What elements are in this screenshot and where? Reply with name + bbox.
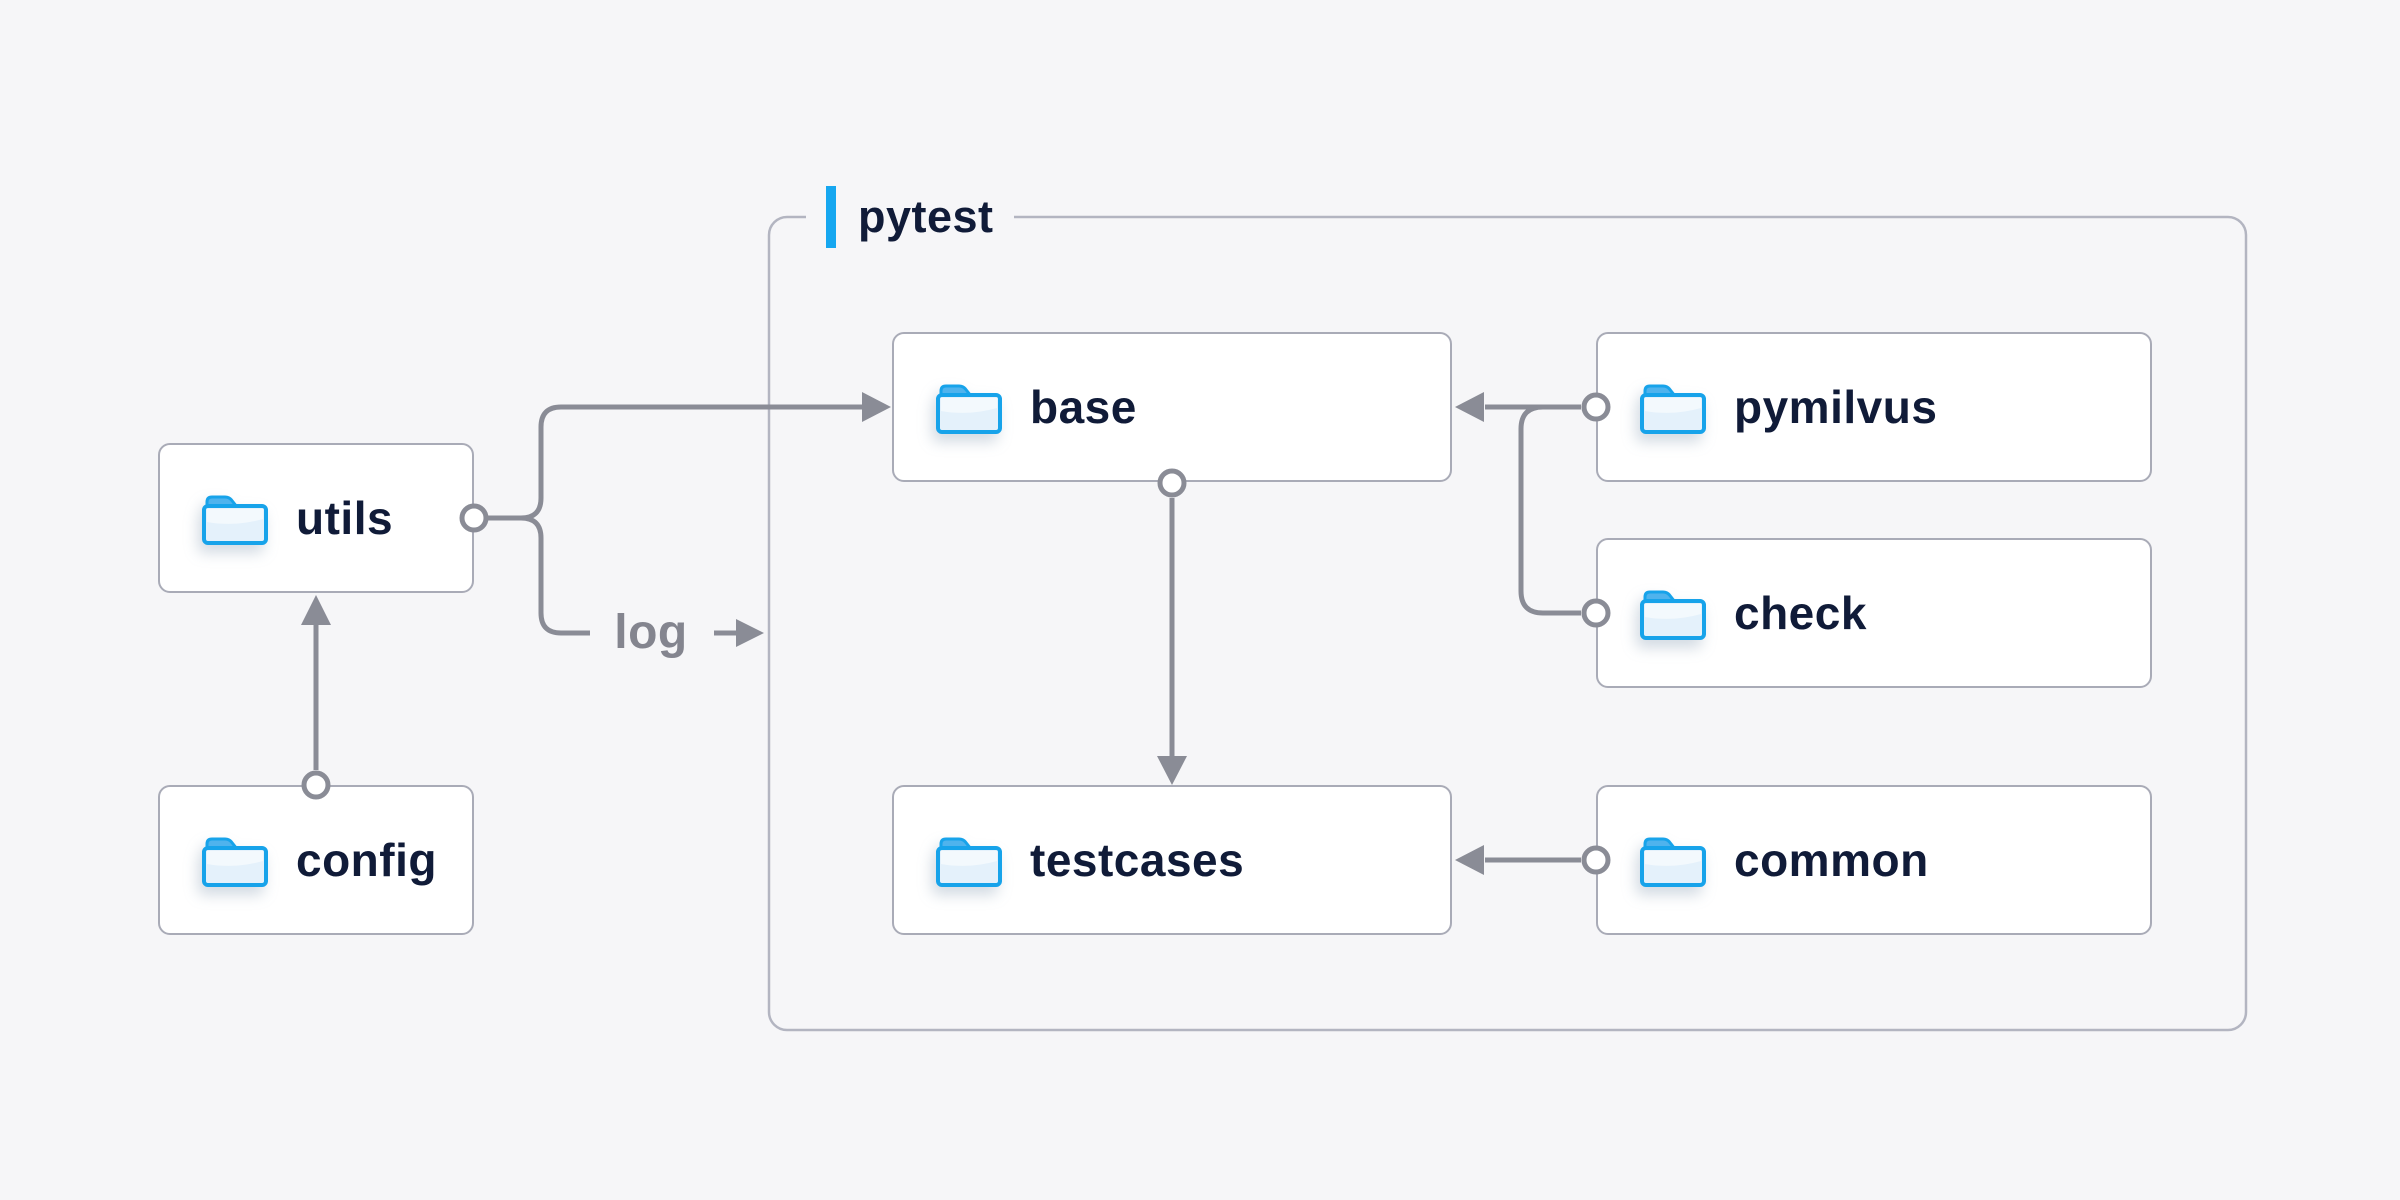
folder-icon	[1640, 837, 1706, 887]
accent-bar-icon	[826, 186, 836, 248]
arrowhead-into-utils	[301, 595, 331, 625]
node-label: check	[1734, 587, 1867, 639]
node-testcases: testcases	[892, 785, 1452, 935]
folder-icon	[936, 837, 1002, 887]
node-check: check	[1596, 538, 2152, 688]
folder-icon	[1640, 590, 1706, 640]
node-label: common	[1734, 834, 1929, 886]
node-base: base	[892, 332, 1452, 482]
arrowhead-into-container	[736, 619, 764, 647]
node-config: config	[158, 785, 474, 935]
arrowhead-into-base-left	[862, 392, 891, 422]
arrowhead-into-testcases-right	[1455, 845, 1484, 875]
arrowhead-into-base-right	[1455, 392, 1484, 422]
folder-icon	[1640, 384, 1706, 434]
node-common: common	[1596, 785, 2152, 935]
pytest-label-text: pytest	[858, 191, 994, 242]
folder-icon	[936, 384, 1002, 434]
edge-utils-base	[488, 404, 862, 521]
node-label: testcases	[1030, 834, 1245, 886]
node-label: base	[1030, 381, 1137, 433]
node-label: pymilvus	[1734, 381, 1938, 433]
edge-check-base	[1518, 404, 1581, 616]
folder-icon	[202, 495, 268, 545]
pytest-container-label: pytest	[806, 186, 1014, 248]
edge-utils-log	[488, 515, 590, 636]
node-label: utils	[296, 492, 394, 544]
node-pymilvus: pymilvus	[1596, 332, 2152, 482]
folder-icon	[202, 837, 268, 887]
node-label: config	[296, 834, 437, 886]
node-utils: utils	[158, 443, 474, 593]
edge-label-log: log	[614, 606, 688, 659]
arrowhead-into-testcases-top	[1157, 756, 1187, 785]
